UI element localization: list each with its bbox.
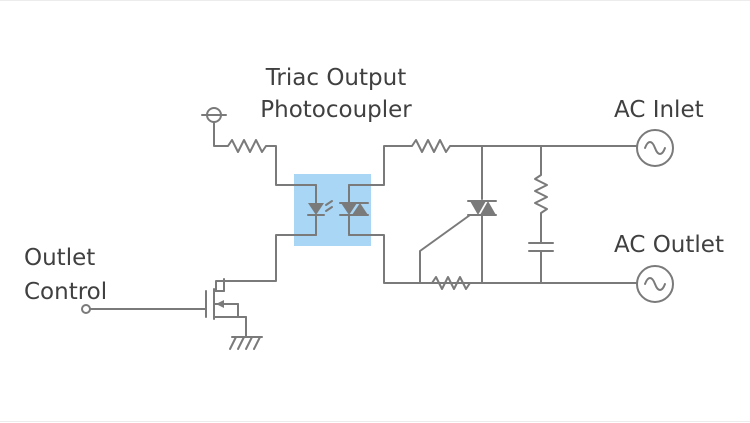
photocoupler-label-line2: Photocoupler (260, 97, 412, 123)
outlet-control-label-line1: Outlet (24, 245, 95, 271)
photocoupler-label-line1: Triac Output (265, 65, 406, 91)
ac-outlet-label: AC Outlet (614, 232, 724, 258)
photo-triac-icon (339, 184, 372, 236)
outlet-control-label-line2: Control (24, 279, 107, 305)
gate-resistor (417, 276, 471, 290)
snubber-icon (528, 145, 554, 284)
led-cathode-wire (215, 234, 295, 292)
ac-inlet-label: AC Inlet (614, 97, 704, 123)
mosfet-icon (205, 278, 239, 320)
input-resistor (213, 121, 295, 186)
main-triac-icon (419, 145, 497, 284)
ac-source-icon (636, 129, 674, 167)
vcc-terminal-icon (201, 107, 227, 123)
outlet-control-terminal[interactable] (81, 304, 207, 314)
ac-source-icon (636, 265, 674, 303)
top-rail (370, 139, 637, 186)
led-icon (293, 184, 333, 236)
bottom-rail (370, 234, 637, 284)
ground-icon (229, 316, 263, 350)
